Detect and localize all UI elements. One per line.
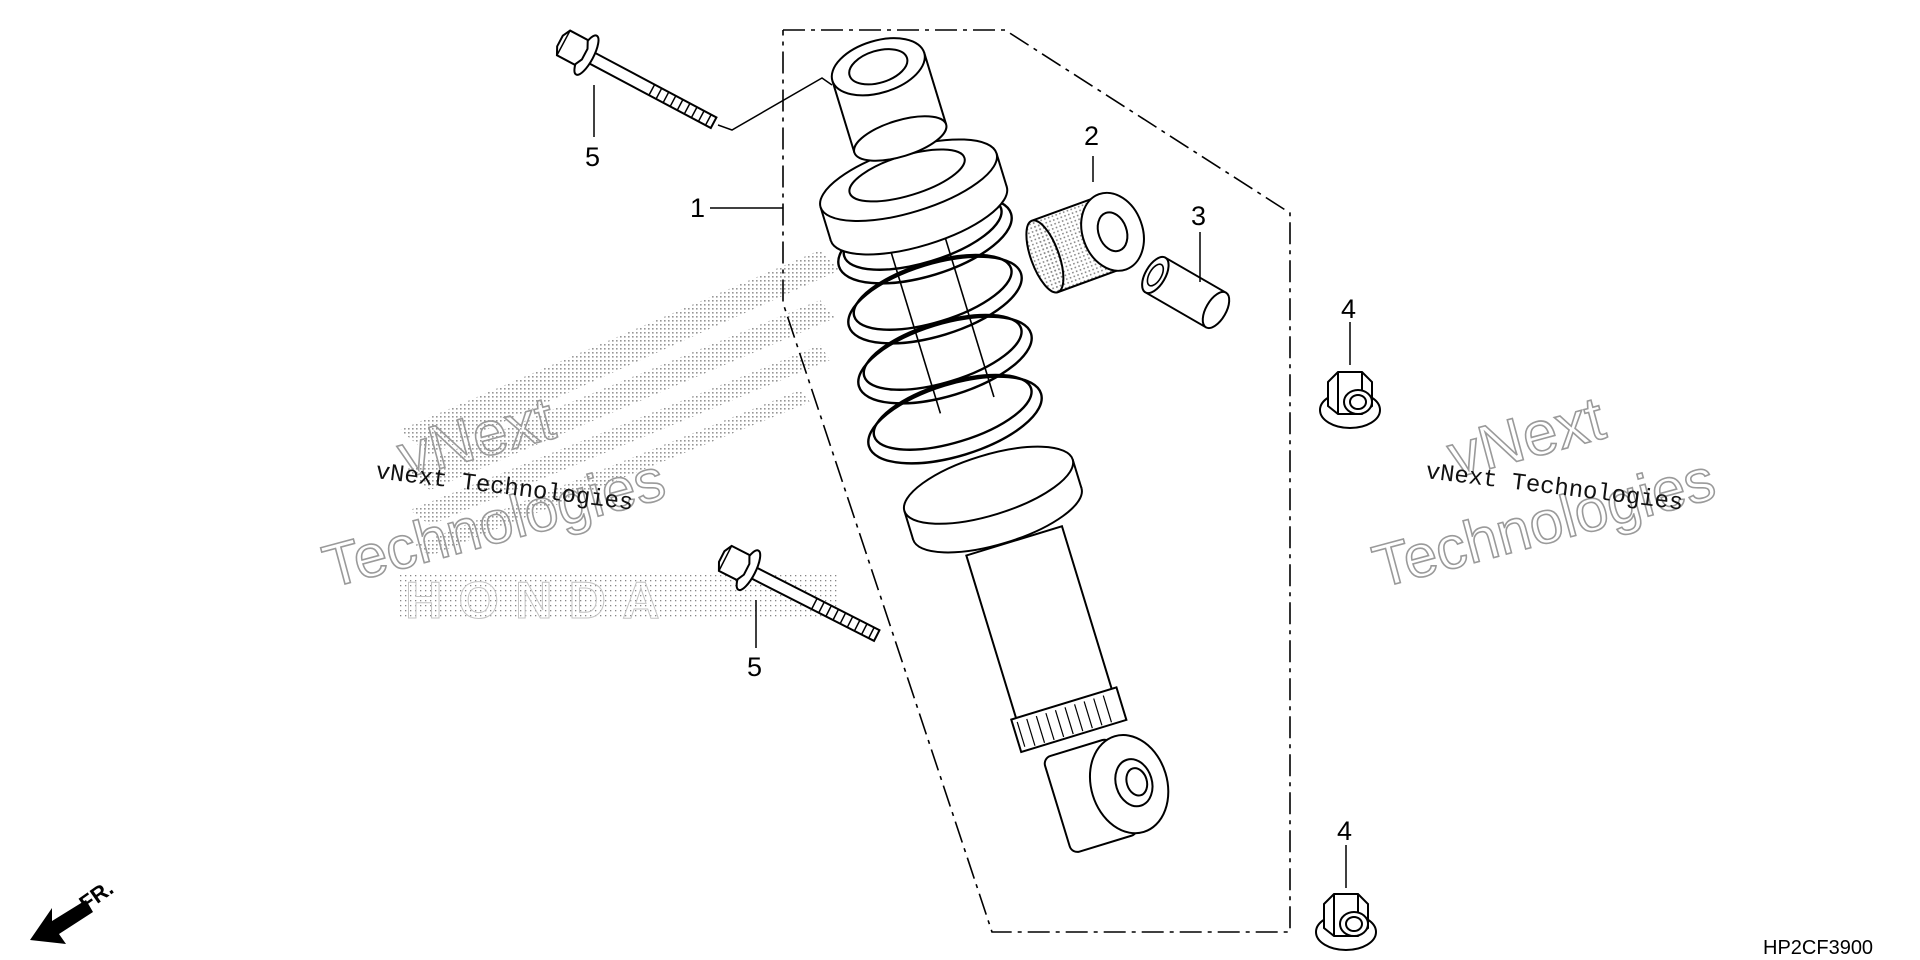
- collar-sleeve-icon: [1141, 255, 1231, 330]
- flange-nut-icon: [1315, 893, 1377, 951]
- diagram-code: HP2CF3900: [1763, 937, 1873, 959]
- leader-bolt-top: [717, 77, 833, 131]
- front-direction-arrow-icon: FR.: [30, 875, 118, 944]
- flange-bolt-icon: [555, 29, 718, 130]
- flange-nut-icon: [1319, 371, 1381, 429]
- flange-bolt-icon: [717, 544, 881, 643]
- assembly-group-outline: [782, 29, 1291, 933]
- watermark-left: HONDA vNext Technologies vNext Technolog…: [315, 250, 840, 631]
- rubber-bushing-icon: [1025, 191, 1145, 294]
- callout-2: 2: [1084, 121, 1099, 151]
- callout-5-top: 5: [585, 142, 600, 172]
- rear-shock-absorber-icon: [819, 37, 1170, 853]
- callout-4-top: 4: [1341, 294, 1356, 324]
- callout-1: 1: [690, 193, 705, 223]
- brand-wing-logo: HONDA: [400, 250, 840, 631]
- callout-4-bottom: 4: [1337, 816, 1352, 846]
- watermark-right: vNext Technologies vNext Technologies: [1365, 383, 1722, 601]
- callout-5-mid: 5: [747, 652, 762, 682]
- callout-3: 3: [1191, 201, 1206, 231]
- brand-text: HONDA: [405, 572, 676, 630]
